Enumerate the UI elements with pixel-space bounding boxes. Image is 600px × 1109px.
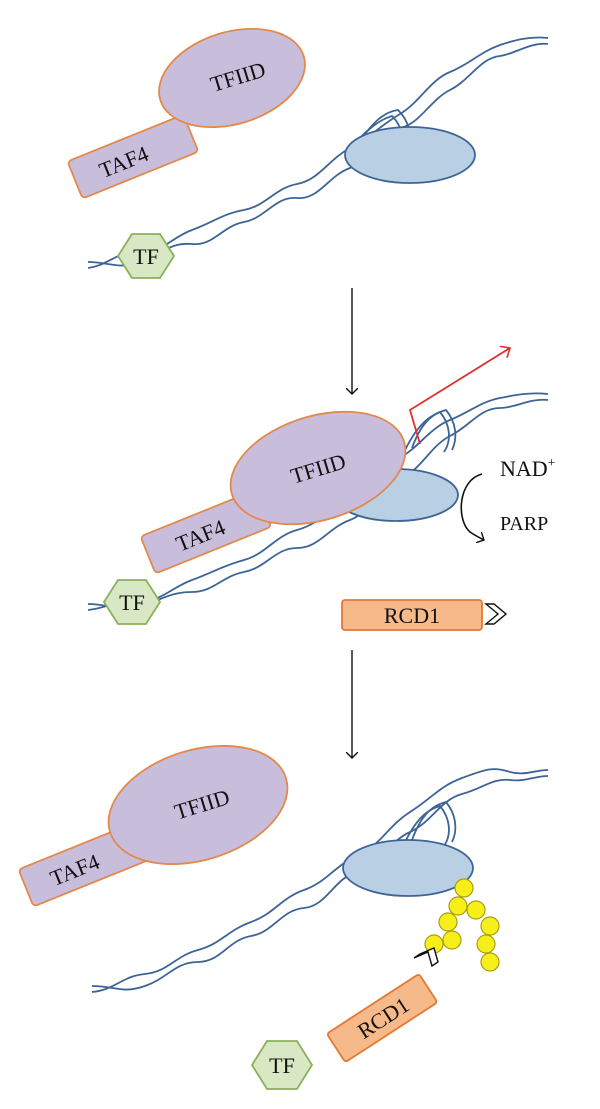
tf-label: TF bbox=[269, 1053, 295, 1078]
tf-label: TF bbox=[133, 244, 159, 269]
par-bead bbox=[442, 930, 462, 950]
par-bead bbox=[454, 878, 474, 898]
tfiid-ellipse: TFIID bbox=[229, 410, 407, 526]
tfiid-ellipse: TFIID bbox=[107, 745, 289, 865]
rcd1-box: RCD1 bbox=[326, 974, 438, 1063]
nad-superscript: + bbox=[548, 456, 556, 471]
transcription-start-arrow-icon bbox=[408, 348, 510, 445]
tfiid-ellipse: TFIID bbox=[158, 27, 306, 129]
par-bead bbox=[438, 912, 458, 932]
rcd1-box: RCD1 bbox=[341, 599, 483, 631]
panel-1: TAF4 TFIID TF bbox=[67, 27, 549, 279]
panel-3: TAF4 TFIID RCD1 TF bbox=[18, 745, 549, 1090]
rcd1-label: RCD1 bbox=[384, 603, 440, 628]
dna-helix bbox=[91, 768, 549, 993]
poly-adp-ribose-chain bbox=[424, 878, 500, 972]
parp-label: PARP bbox=[500, 513, 548, 535]
par-bead bbox=[476, 934, 496, 954]
tf-hexagon: TF bbox=[116, 233, 176, 279]
polymerase-ellipse bbox=[342, 839, 474, 897]
tf-hexagon: TF bbox=[250, 1040, 314, 1090]
panel-2: TAF4 TFIID TF NAD+ PARP RCD1 bbox=[87, 348, 556, 631]
par-bead bbox=[466, 900, 486, 920]
par-bead bbox=[480, 952, 500, 972]
par-bead bbox=[480, 916, 500, 936]
curved-arrow-icon bbox=[460, 473, 484, 540]
par-bead bbox=[448, 896, 468, 916]
chevron-right-icon bbox=[413, 947, 439, 968]
nad-text: NAD bbox=[500, 456, 548, 481]
tf-hexagon: TF bbox=[102, 579, 162, 625]
chevron-right-icon bbox=[484, 603, 508, 625]
polymerase-ellipse bbox=[344, 126, 476, 184]
nad-label: NAD+ bbox=[500, 456, 556, 481]
taf4-bar: TAF4 bbox=[67, 114, 199, 199]
tf-label: TF bbox=[119, 590, 145, 615]
